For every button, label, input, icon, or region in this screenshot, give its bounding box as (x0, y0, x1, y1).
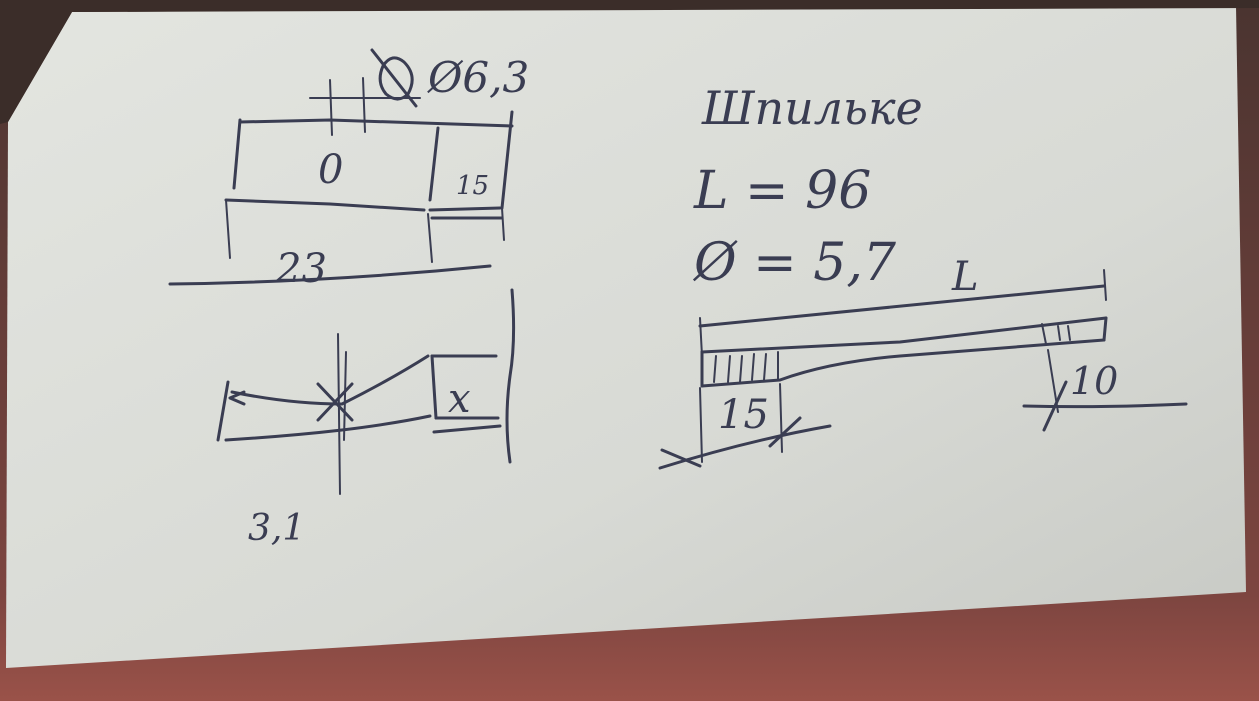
length-symbol: L (951, 254, 979, 300)
stud-drawing (658, 269, 1188, 470)
diameter-formula: Ø = 5,7 (692, 233, 897, 293)
width-label: 23 (275, 246, 327, 292)
length-formula: L = 96 (693, 161, 871, 221)
stud-title: Шпильке (701, 81, 923, 135)
profile-drawing-bottom (216, 288, 516, 495)
left-thread-label: 15 (718, 392, 769, 438)
fifteen-label: 15 (456, 171, 489, 201)
zero-label: 0 (318, 147, 343, 193)
x-label: x (448, 376, 471, 422)
right-thread-label: 10 (1070, 359, 1118, 403)
profile-drawing-top (168, 48, 514, 286)
dim-label: 3,1 (248, 508, 305, 549)
diameter-label: Ø6,3 (427, 53, 529, 102)
